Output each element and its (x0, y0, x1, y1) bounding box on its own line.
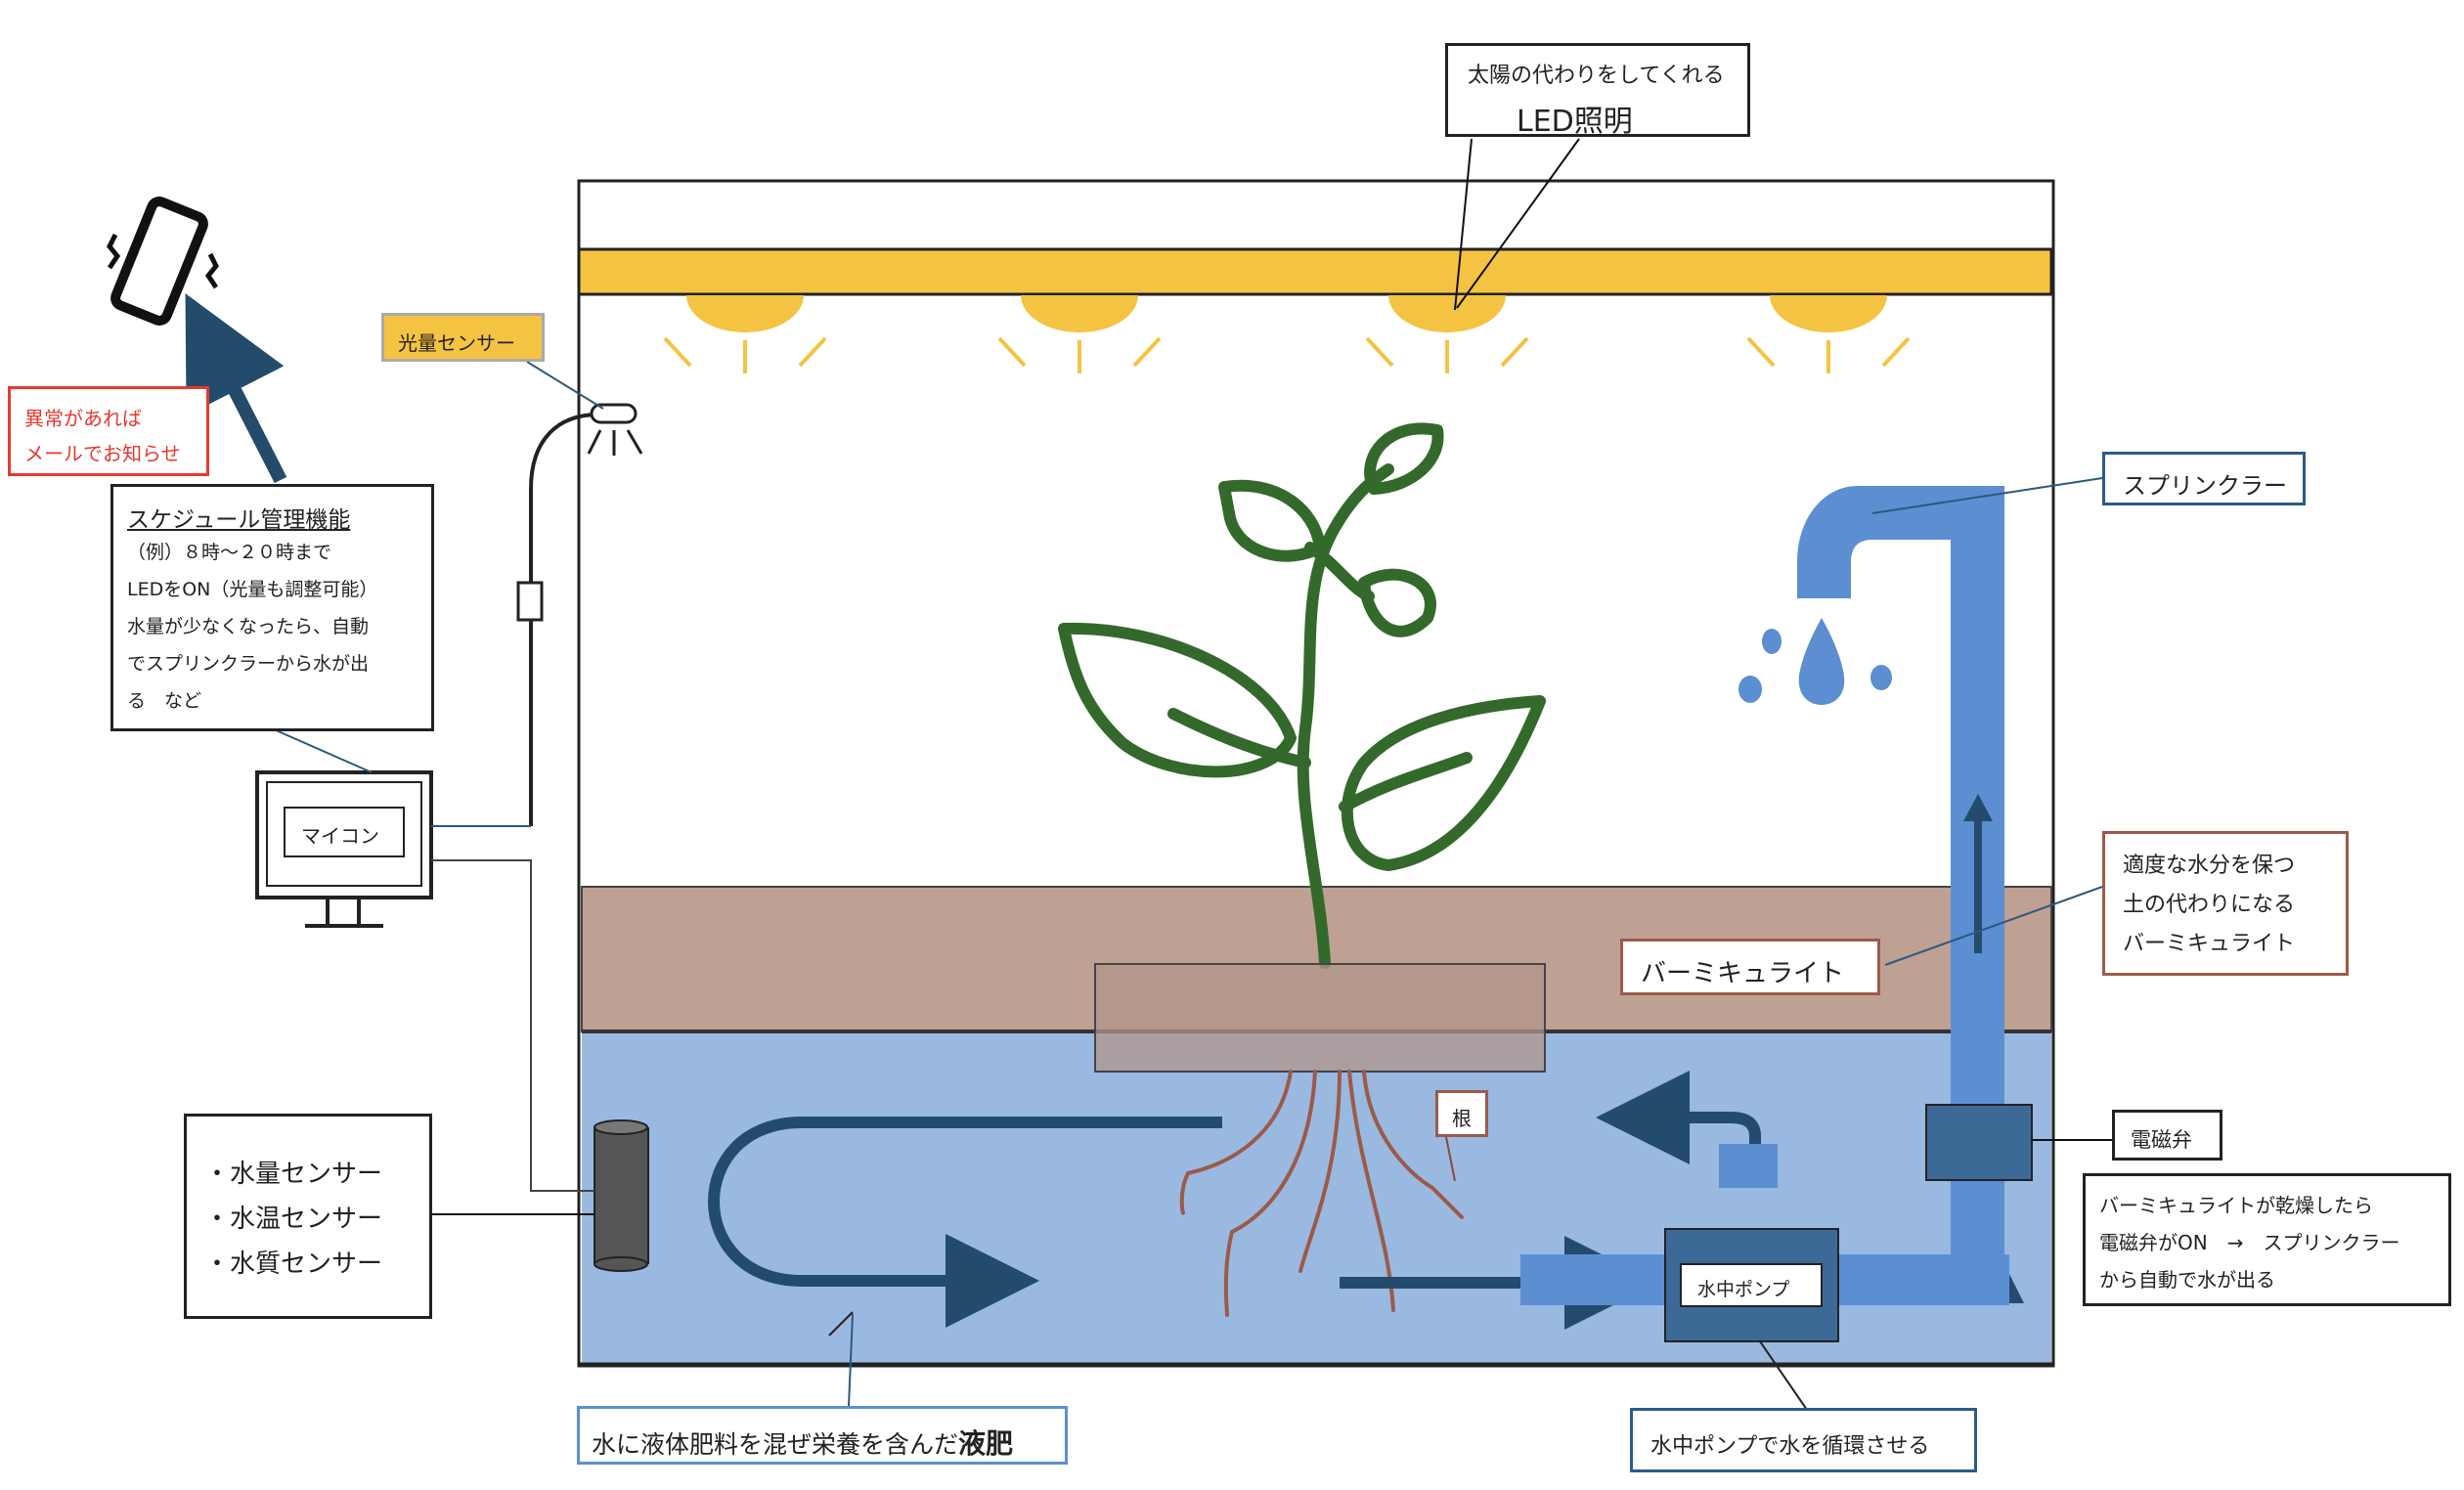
valve-desc-line: 電磁弁がON → スプリンクラー (2099, 1231, 2400, 1254)
connector-lines (273, 138, 2112, 1411)
fertilizer-main: 水に液体肥料を混ぜ栄養を含んだ (592, 1430, 959, 1459)
sensor-item: ・水質センサー (204, 1249, 383, 1279)
plant-leaf (1358, 568, 1436, 637)
plant-leaf (1058, 622, 1297, 778)
water-sensor-icon (594, 1119, 649, 1272)
led-bulb (1365, 295, 1529, 373)
sensor-item: ・水量センサー (204, 1160, 383, 1189)
led-bulb (663, 295, 827, 373)
schedule-line: る など (127, 690, 202, 712)
root-label-text: 根 (1452, 1107, 1472, 1130)
fertilizer-bold: 液肥 (958, 1427, 1014, 1460)
pump-label: 水中ポンプ (1680, 1263, 1823, 1307)
valve-label-text: 電磁弁 (2131, 1128, 2192, 1152)
schedule-line: LEDをON（光量も調整可能） (127, 579, 378, 600)
led-callout-line1: 太陽の代わりをしてくれる (1468, 64, 1725, 88)
root-label: 根 (1435, 1090, 1488, 1137)
vermiculite-label: バーミキュライト (1620, 939, 1880, 995)
schedule-title: スケジュール管理機能 (127, 507, 351, 533)
valve-label: 電磁弁 (2112, 1110, 2222, 1161)
vermiculite-desc: 適度な水分を保つ 土の代わりになる バーミキュライト (2102, 831, 2349, 976)
valve-desc-line: バーミキュライトが乾燥したら (2099, 1194, 2373, 1217)
fertilizer-label-text: 水に液体肥料を混ぜ栄養を含んだ液肥 (592, 1423, 1013, 1462)
schedule-line: でスプリンクラーから水が出 (127, 653, 370, 675)
solenoid-valve (1925, 1104, 2033, 1181)
schedule-line: 水量が少なくなったら、自動 (127, 616, 370, 637)
plant-leaf (1341, 695, 1546, 871)
schedule-line: （例）８時～２０時まで (127, 542, 332, 563)
led-bulb (1746, 295, 1911, 373)
light-sensor-label: 光量センサー (381, 313, 545, 362)
water-droplets-icon (1738, 618, 1892, 705)
alert-callout: 異常があれば メールでお知らせ (8, 386, 209, 476)
microcomputer-label: マイコン (284, 807, 405, 857)
plant-stem (1297, 463, 1394, 969)
valve-desc: バーミキュライトが乾燥したら 電磁弁がON → スプリンクラー から自動で水が出… (2083, 1173, 2451, 1306)
led-callout-line2: LED照明 (1517, 105, 1633, 139)
notify-arrow (185, 293, 287, 484)
sensors-callout: ・水量センサー ・水温センサー ・水質センサー (184, 1114, 432, 1319)
flow-arrow-pump-outlet (1596, 1071, 1761, 1183)
vermiculite-desc-line: バーミキュライト (2123, 932, 2296, 956)
schedule-callout: スケジュール管理機能 （例）８時～２０時まで LEDをON（光量も調整可能） 水… (110, 484, 434, 731)
sprinkler-label-text: スプリンクラー (2123, 472, 2287, 500)
vermiculite-label-text: バーミキュライト (1641, 959, 1845, 988)
plant-basket (1094, 963, 1546, 1073)
sensor-item: ・水温センサー (204, 1205, 383, 1234)
led-light-bar (577, 247, 2053, 296)
pipe-up-arrow (1963, 794, 1993, 953)
pump-label-text: 水中ポンプ (1697, 1279, 1790, 1300)
smartphone-vibrating-icon (107, 197, 219, 326)
alert-line1: 異常があれば (24, 407, 142, 430)
led-bulb (997, 295, 1162, 373)
valve-desc-line: から自動で水が出る (2099, 1268, 2275, 1292)
microcomputer-label-text: マイコン (301, 824, 379, 848)
plant-vein (1167, 708, 1311, 768)
sprinkler-label: スプリンクラー (2102, 452, 2306, 505)
plant-vein (1304, 542, 1375, 602)
plant (1058, 422, 1546, 969)
light-sensor-label-text: 光量センサー (398, 331, 515, 355)
vermiculite-desc-line: 適度な水分を保つ (2123, 854, 2296, 878)
vermiculite-desc-line: 土の代わりになる (2123, 893, 2296, 917)
led-callout: 太陽の代わりをしてくれる LED照明 (1445, 43, 1750, 139)
fertilizer-label: 水に液体肥料を混ぜ栄養を含んだ液肥 (577, 1406, 1068, 1465)
pump-desc-text: 水中ポンプで水を循環させる (1650, 1434, 1930, 1459)
plant-vein (1339, 752, 1473, 812)
pump-desc: 水中ポンプで水を循環させる (1630, 1408, 1977, 1472)
flow-arrow-u-turn (708, 1117, 1222, 1328)
alert-line2: メールでお知らせ (24, 442, 181, 465)
plant-leaf (1364, 422, 1444, 495)
